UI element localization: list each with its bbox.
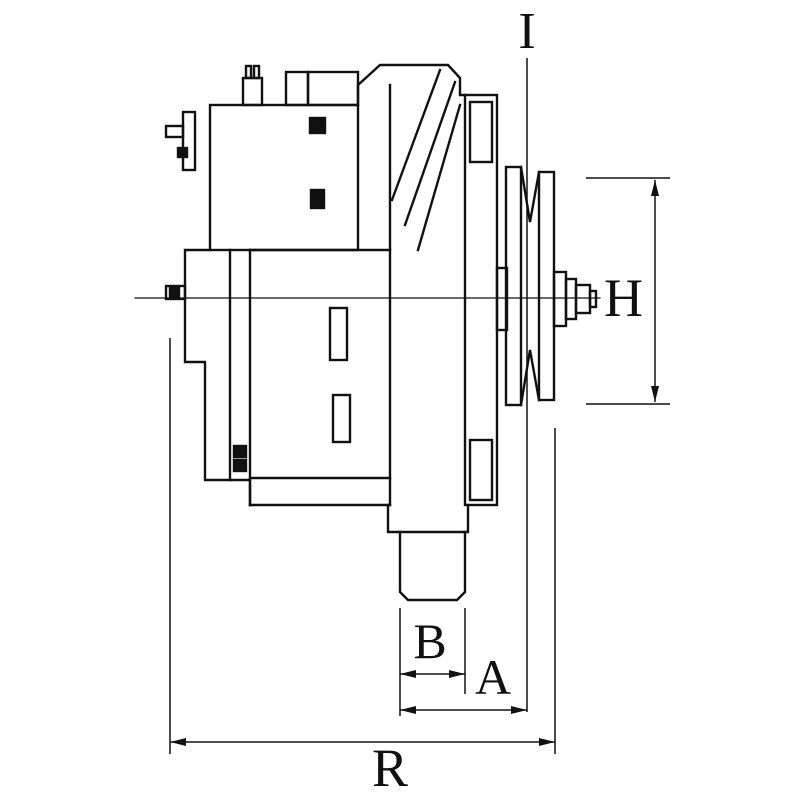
mounting-lug — [386, 503, 470, 602]
lower-contact — [232, 458, 248, 473]
cooling-fin — [403, 80, 457, 227]
nut — [574, 283, 592, 315]
arrowhead-H-top — [651, 180, 659, 196]
regulator-block-step — [306, 70, 360, 107]
terminal-post — [241, 76, 264, 107]
shaft-washer — [564, 277, 578, 321]
pulley-groove-bottom — [519, 349, 541, 407]
vent-slot — [331, 393, 352, 444]
arrowhead-A-left — [400, 706, 416, 714]
terminal-pin — [252, 64, 261, 80]
shaft-tip — [588, 289, 598, 309]
drive-end-bracket — [356, 63, 467, 107]
side-contact — [176, 146, 189, 159]
shaft-nut — [552, 270, 598, 328]
arrowhead-R-right — [539, 738, 555, 746]
arrowhead-B-left — [400, 670, 416, 678]
arrowhead-B-right — [449, 670, 465, 678]
rear-terminal-pin — [164, 284, 187, 301]
shaft-step — [552, 270, 568, 328]
arrowhead-A-right — [511, 706, 527, 714]
terminal-post — [284, 70, 310, 107]
label-H: H — [604, 268, 643, 328]
alternator-drawing — [134, 63, 601, 602]
label-B: B — [413, 613, 446, 669]
cooling-fin — [416, 103, 462, 252]
arrowhead-R-left — [170, 738, 186, 746]
arrowhead-H-bottom — [651, 386, 659, 402]
terminal-contact — [309, 188, 326, 210]
front-plate-boss — [468, 100, 494, 164]
side-pin — [164, 124, 185, 139]
terminal-contact — [308, 116, 327, 135]
front-plate-boss — [468, 438, 494, 502]
dimension-arrowheads — [170, 180, 659, 746]
rear-terminal-contact — [168, 286, 181, 299]
pulley-flange — [537, 170, 556, 402]
terminal-pin — [244, 64, 253, 80]
cooling-fin — [390, 68, 442, 202]
pulley-groove-top — [519, 165, 541, 223]
label-A: A — [475, 649, 511, 705]
pulley-flange — [504, 165, 523, 407]
vent-slot — [328, 306, 349, 362]
dimension-labels: I H B A R — [372, 3, 643, 798]
regulator-block — [208, 103, 360, 252]
pulley — [504, 165, 556, 407]
label-R: R — [372, 738, 408, 798]
lower-contact — [232, 444, 248, 459]
side-bracket — [181, 110, 197, 172]
label-I: I — [518, 3, 535, 60]
